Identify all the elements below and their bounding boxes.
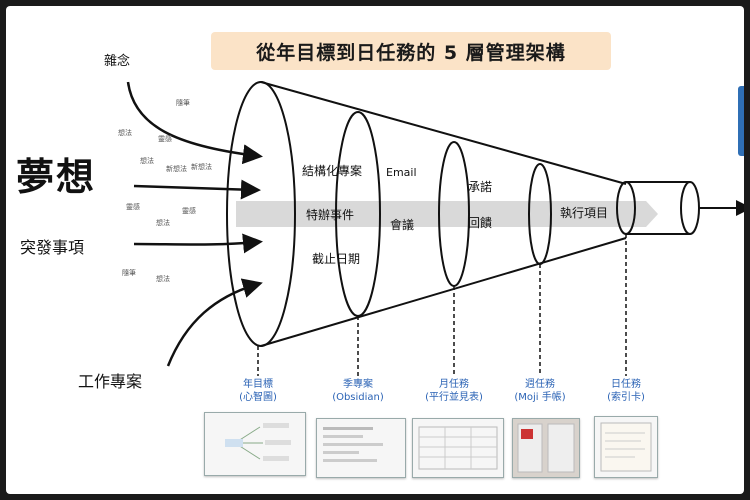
note: 靈感 <box>126 203 140 211</box>
note: 想法 <box>118 129 132 137</box>
funnel-graphic <box>126 81 744 376</box>
stage-label: 年目標 (心智圖) <box>228 378 288 404</box>
note: 想法 <box>156 219 170 227</box>
stage-name: 日任務 <box>611 379 641 390</box>
thumbnail-index-card <box>594 416 658 478</box>
input-label-dream: 夢想 <box>16 155 97 199</box>
diagram-title: 從年目標到日任務的 5 層管理架構 <box>211 32 611 70</box>
note: 靈感 <box>182 207 196 215</box>
funnel-text: Email <box>386 166 417 179</box>
thumbnail-obsidian <box>316 418 406 478</box>
funnel-outline <box>260 81 627 347</box>
funnel-text: 執行項目 <box>560 206 609 220</box>
funnel-text: 截止日期 <box>312 252 361 266</box>
input-label-work: 工作專案 <box>78 372 143 391</box>
input-label-zanian: 雜念 <box>104 54 131 69</box>
side-tab <box>738 86 744 156</box>
flow-band <box>236 201 658 227</box>
stage-label: 月任務 (平行並見表) <box>408 378 500 404</box>
note: 隨筆 <box>122 269 136 277</box>
note: 新想法 <box>191 163 212 171</box>
arrow-from-urgent <box>133 233 263 254</box>
note: 想法 <box>156 275 170 283</box>
note: 想法 <box>140 157 154 165</box>
stage-name: 年目標 <box>243 379 273 390</box>
note: 新想法 <box>166 165 187 173</box>
arrow-from-dream <box>133 179 261 200</box>
stage-label: 週任務 (Moji 手帳) <box>506 378 574 404</box>
funnel-text: 會議 <box>390 218 415 232</box>
tube-end <box>680 181 700 235</box>
stage-tool: (索引卡) <box>607 392 645 403</box>
arrow-from-work <box>166 278 263 367</box>
funnel-text: 結構化專案 <box>302 164 363 178</box>
diagram-canvas: 從年目標到日任務的 5 層管理架構 雜念 夢想 突發事 <box>6 6 744 494</box>
stage-label: 季專案 (Obsidian) <box>322 378 394 404</box>
note: 隨筆 <box>176 99 190 107</box>
thumbnail-parallel-table <box>412 418 504 478</box>
stage-tool: (心智圖) <box>239 392 277 403</box>
stage-tool: (平行並見表) <box>425 392 483 403</box>
arrow-from-zanian <box>126 81 263 165</box>
funnel-mouth <box>226 81 296 347</box>
output-tube <box>626 181 690 235</box>
stage-name: 月任務 <box>439 379 469 390</box>
stage-tool: (Obsidian) <box>332 392 384 403</box>
funnel-text: 回饋 <box>468 216 493 230</box>
stage-name: 週任務 <box>525 379 555 390</box>
funnel-text: 特辦事件 <box>306 208 355 222</box>
thumbnail-mindmap <box>204 412 306 476</box>
note: 靈感 <box>158 135 172 143</box>
funnel-text: 承諾 <box>468 180 493 194</box>
thumbnail-moji-notebook <box>512 418 580 478</box>
stage-label: 日任務 (索引卡) <box>596 378 656 404</box>
input-label-urgent: 突發事項 <box>20 238 85 257</box>
stage-name: 季專案 <box>343 379 373 390</box>
stage-tool: (Moji 手帳) <box>514 392 566 403</box>
